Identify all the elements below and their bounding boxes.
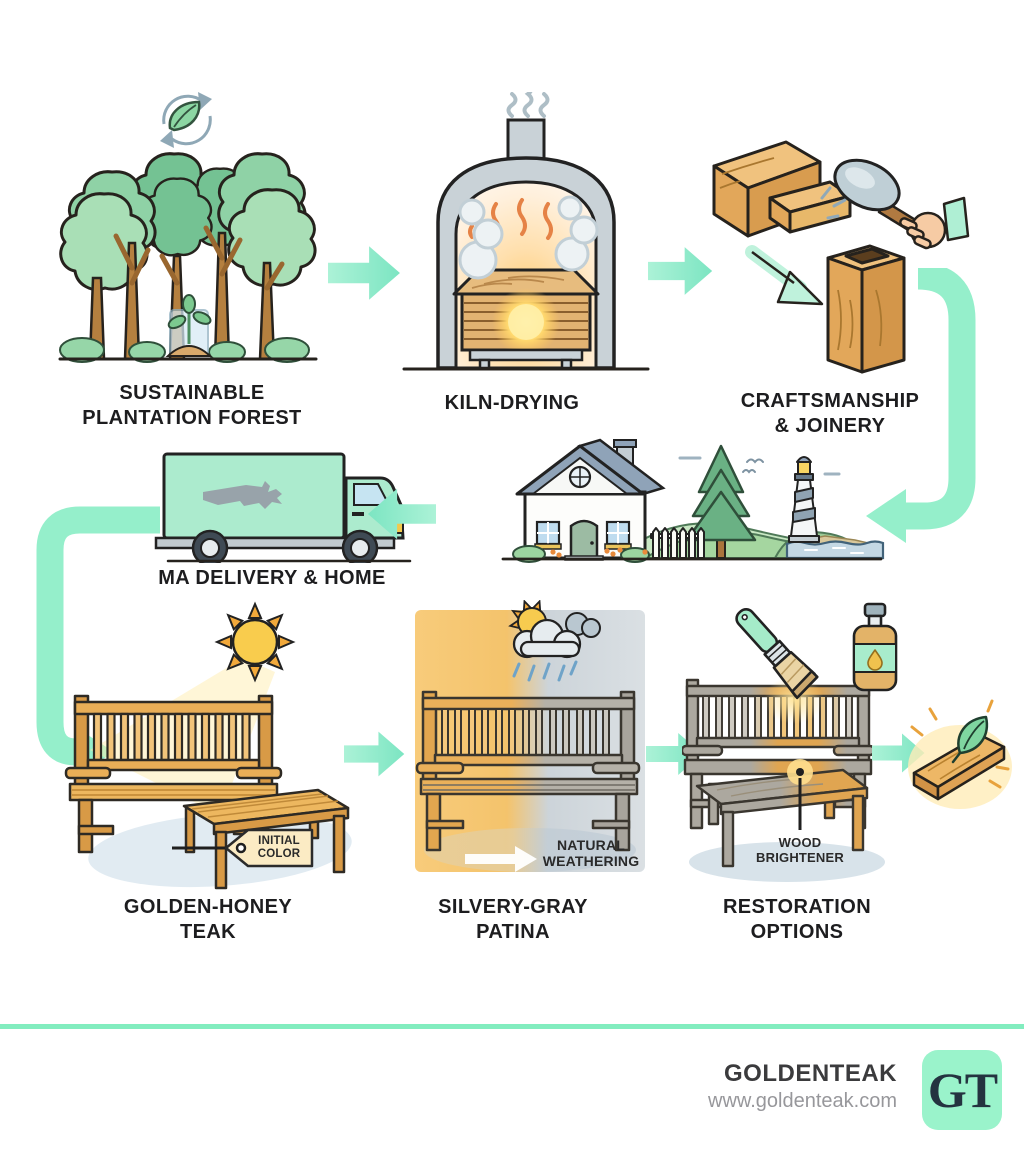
flow-connector-right <box>866 268 976 543</box>
brush-glow <box>764 676 824 724</box>
pine-tree <box>685 444 757 559</box>
sun-rain-cloud-icon <box>508 600 601 682</box>
bench <box>64 694 283 854</box>
step-label-golden-honey: GOLDEN-HONEY TEAK <box>123 896 293 944</box>
weathered-bench <box>415 690 641 852</box>
restored-table <box>695 768 869 868</box>
joinery-illustration <box>712 140 970 374</box>
kiln-illustration <box>402 92 650 371</box>
logo-monogram: GT <box>927 1062 998 1118</box>
flow-arrow-3-icon <box>344 731 405 777</box>
golden-bench-illustration <box>64 601 352 890</box>
wood-brightener-note: WOOD BRIGHTENER <box>756 835 844 865</box>
water-highlights <box>804 547 864 554</box>
restoration-illustration <box>682 602 898 882</box>
leaf-recycle-icon <box>160 92 212 148</box>
lumber-stack <box>452 268 600 356</box>
impact-lines <box>820 186 847 220</box>
weathering-arrow-icon <box>465 846 537 872</box>
weathering-panel-illustration <box>415 600 645 872</box>
steam-wisps <box>506 92 550 118</box>
sparkle-rays <box>910 699 1010 789</box>
cottage <box>515 438 666 561</box>
brush-icon <box>735 607 819 700</box>
kiln-stand <box>468 348 584 370</box>
wheels <box>191 529 379 563</box>
sun-icon <box>214 601 296 683</box>
brand-logo: GT <box>922 1050 1002 1130</box>
shadow <box>689 842 885 882</box>
leaf-sparkle-icon <box>951 715 989 764</box>
brand-name: GOLDENTEAK <box>724 1060 897 1087</box>
step-label-restoration: RESTORATION OPTIONS <box>722 896 872 944</box>
lighthouse <box>788 456 820 543</box>
step-label-kiln-drying: KILN-DRYING <box>444 392 580 414</box>
flow-arrow-left-icon <box>367 488 436 540</box>
flow-arrow-2-icon <box>648 247 713 295</box>
door-handle <box>352 512 364 516</box>
step-label-craftsmanship: CRAFTSMANSHIP & JOINERY <box>740 390 920 438</box>
step-label-silvery-gray: SILVERY-GRAY PATINA <box>438 896 588 944</box>
initial-color-tag <box>172 828 314 868</box>
bushes <box>59 337 310 363</box>
mortise-post <box>826 244 906 374</box>
footer-brand-block: GOLDENTEAK www.goldenteak.com <box>557 1060 897 1113</box>
natural-weathering-note: NATURAL WEATHERING <box>542 837 640 869</box>
massachusetts-map-icon <box>203 481 282 509</box>
steam-clouds <box>458 195 599 280</box>
initial-color-note: INITIAL COLOR <box>257 835 301 861</box>
tree-branches <box>113 225 285 291</box>
callout-dot <box>796 768 804 776</box>
brand-website: www.goldenteak.com <box>708 1089 897 1112</box>
hand <box>899 196 970 250</box>
water <box>785 540 885 560</box>
sapling <box>165 294 213 357</box>
step-label-ma-delivery: MA DELIVERY & HOME <box>158 567 386 589</box>
chassis <box>154 536 396 550</box>
forest-illustration <box>58 92 318 363</box>
bottle-icon <box>852 602 898 692</box>
restored-plank-illustration <box>908 699 1012 809</box>
sky-details <box>678 456 841 476</box>
teak-table <box>182 788 350 890</box>
guide-arrow-icon <box>745 245 824 306</box>
step-label-plantation-forest: SUSTAINABLE PLANTATION FOREST <box>82 382 302 430</box>
beam-with-tenon <box>712 140 852 238</box>
home-scene-illustration <box>501 438 885 563</box>
flow-arrow-1-icon <box>328 246 400 300</box>
footer-divider <box>0 1024 1024 1029</box>
